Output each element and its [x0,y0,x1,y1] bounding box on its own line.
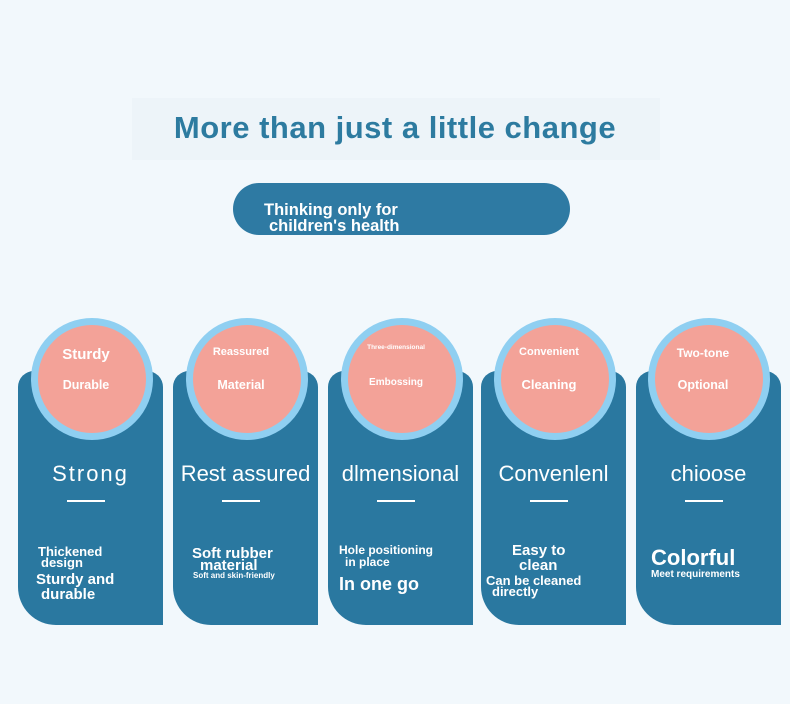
card-desc-line: Meet requirements [651,569,740,580]
card-desc-line: durable [41,586,96,603]
badge-bottom-text: Optional [677,378,729,392]
card-divider [685,500,723,502]
card-divider [530,500,568,502]
feature-badge-convenient [494,318,616,440]
feature-badge-choose [648,318,770,440]
card-desc-line: Thickened [38,544,103,559]
badge-bottom-text: Embossing [369,377,423,388]
card-heading: dlmensional [341,461,460,486]
feature-badge-strong [31,318,153,440]
card-desc-line: Sturdy and [36,571,115,588]
title-band [132,98,660,160]
card-desc-line: clean [519,557,558,574]
badge-bottom-text: Material [217,378,265,392]
badge-bottom-text: Durable [62,378,110,392]
feature-badge-rest-assured [186,318,308,440]
subtitle-line-1: Thinking only for [264,201,398,219]
badge-top-text: Reassured [212,346,270,358]
card-heading: Strong [52,461,129,486]
subtitle-pill [233,183,570,235]
subtitle-text: Thinking only for children's health [264,201,464,235]
badge-top-text: Three-dimensional [367,344,425,351]
card-divider [67,500,105,502]
card-heading: chioose [670,461,747,486]
card-desc-line: Hole positioning [339,543,433,557]
badge-top-text: Convenient [519,346,579,358]
subtitle-line-2: children's health [269,217,400,235]
card-desc-line: Soft rubber [192,545,273,562]
badge-top-text: Sturdy [62,346,110,363]
feature-badge-dimensional [341,318,463,440]
card-divider [222,500,260,502]
card-desc-line: design [41,555,83,570]
card-desc-line: Easy to [512,542,566,559]
card-desc-line: directly [492,584,539,599]
badge-top-text: Two-tone [676,346,730,360]
card-desc-line: material [200,557,258,574]
card-desc-line: in place [345,555,390,569]
card-desc-line: Can be cleaned [486,573,582,588]
page-title: More than just a little change [173,110,617,145]
card-heading: Convenlenl [498,461,609,486]
card-desc-line: In one go [339,574,419,594]
card-divider [377,500,415,502]
card-desc-line: Colorful [651,545,736,570]
card-heading: Rest assured [180,461,311,486]
card-desc-line: Soft and skin-friendly [193,571,275,580]
badge-bottom-text: Cleaning [521,377,577,392]
